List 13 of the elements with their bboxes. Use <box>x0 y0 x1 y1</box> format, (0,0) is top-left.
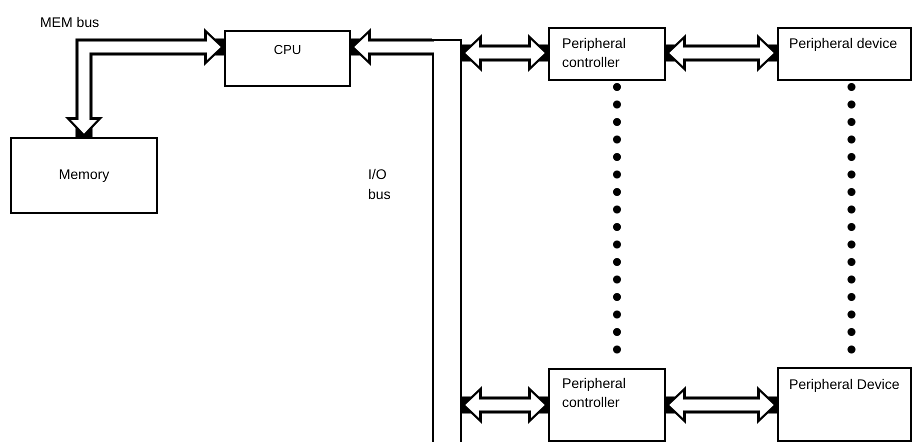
bus-bar <box>432 39 462 442</box>
block-label: CPU <box>274 41 302 59</box>
block-box <box>777 27 912 81</box>
block-label: Peripheral Device <box>789 375 900 394</box>
block-box <box>777 367 912 442</box>
block-label: Peripheral controller <box>562 34 627 72</box>
block-label: Peripheral device <box>789 34 898 53</box>
block-label: Peripheral controller <box>562 374 627 412</box>
block-box <box>10 137 158 214</box>
block-box <box>548 27 666 81</box>
block-label: Memory <box>58 165 110 184</box>
block-box <box>548 368 666 442</box>
block-box <box>224 30 351 87</box>
